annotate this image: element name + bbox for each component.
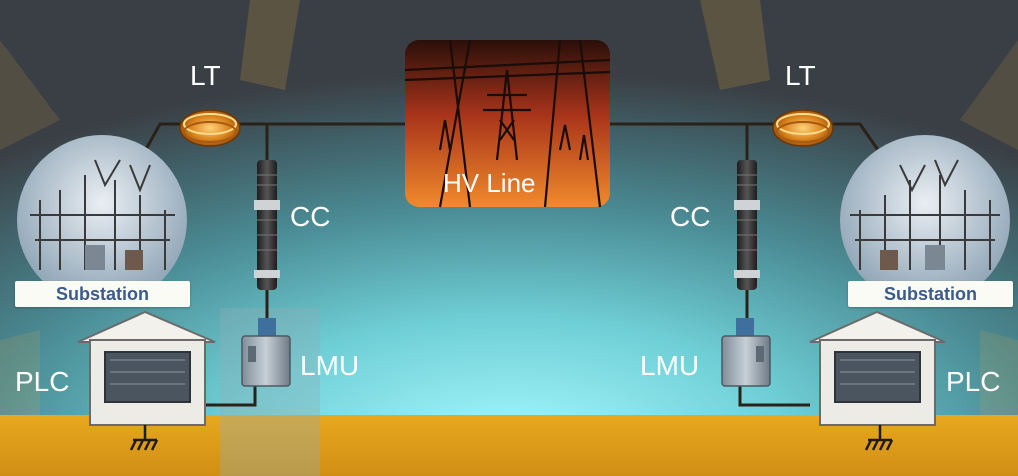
cc-label-left: CC	[290, 201, 331, 232]
cc-label-right: CC	[670, 201, 711, 232]
line-trap-left	[179, 109, 241, 147]
gear-background-decoration	[0, 0, 1018, 420]
hv-line-image	[404, 39, 611, 208]
plc-house-left	[77, 310, 216, 426]
line-matching-unit-left	[241, 318, 291, 387]
lmu-label-left: LMU	[300, 350, 360, 381]
substation-image-right	[840, 135, 1010, 305]
line-matching-unit-right	[721, 318, 771, 387]
substation-label-right: Substation	[848, 281, 1013, 307]
lmu-label-right: LMU	[640, 350, 700, 381]
line-trap-right	[772, 109, 834, 147]
ground-symbol-right	[864, 425, 894, 451]
ground-symbol-left	[129, 425, 159, 451]
plc-house-right	[809, 310, 946, 426]
substation-label-left: Substation	[15, 281, 190, 307]
hv-line-label: HV Line	[443, 168, 536, 198]
lt-label-left: LT	[190, 60, 221, 91]
lt-label-right: LT	[785, 60, 816, 91]
plc-label-right: PLC	[946, 366, 1001, 397]
substation-image-left	[17, 135, 187, 305]
plc-label-left: PLC	[15, 366, 70, 397]
coupling-capacitor-right	[734, 160, 760, 290]
coupling-capacitor-left	[254, 160, 280, 290]
